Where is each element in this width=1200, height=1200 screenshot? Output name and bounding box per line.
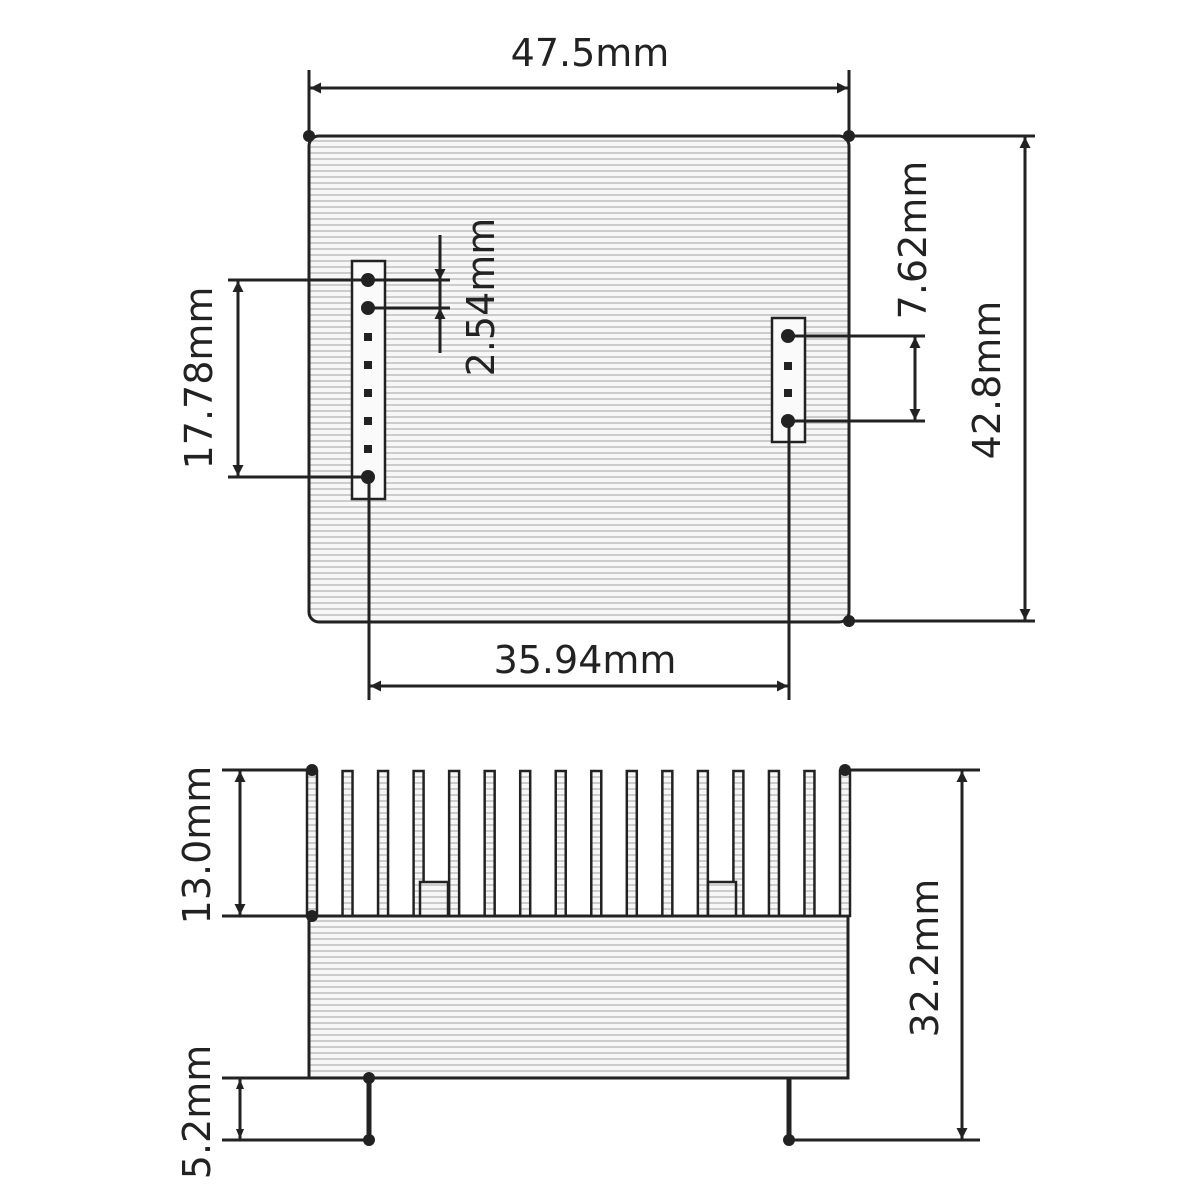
heatsink-fin [376, 769, 390, 918]
module-body-top [307, 134, 851, 624]
left-pin-header [350, 259, 387, 501]
heatsink-fin [803, 769, 816, 918]
heatsink-fin [305, 769, 319, 918]
side-view [222, 764, 980, 1146]
fin-notch-left [418, 880, 450, 918]
header-spacing-label: 35.94mm [494, 638, 677, 682]
heatsink-fin [447, 769, 461, 918]
fin-notch-right [706, 880, 738, 918]
heatsink-fin [590, 769, 603, 918]
heatsink-fin [554, 769, 567, 918]
left-header-pins [361, 273, 375, 484]
pin-length-label: 5.2mm [175, 1045, 219, 1179]
width-label: 47.5mm [511, 31, 670, 75]
right-header-pins [781, 329, 795, 428]
top-view [228, 70, 1035, 700]
fin-height-label: 13.0mm [175, 766, 219, 925]
heatsink-fin [732, 769, 745, 918]
left-header-span-label: 17.78mm [177, 287, 221, 470]
module-base [307, 914, 850, 1080]
heatsink-fin [483, 769, 496, 918]
right-header-span-label: 7.62mm [891, 161, 935, 320]
heatsink-fin [341, 769, 354, 918]
heatsink-fins [305, 769, 852, 918]
heatsink-fin [518, 769, 532, 918]
heatsink-fin [625, 769, 639, 918]
heatsink-fin [412, 769, 425, 918]
total-height-label: 32.2mm [903, 879, 947, 1038]
heatsink-fin [696, 769, 710, 918]
height-label: 42.8mm [965, 301, 1009, 460]
heatsink-fin [767, 769, 781, 918]
pin-pitch-label: 2.54mm [459, 218, 503, 377]
heatsink-fin [838, 769, 852, 918]
heatsink-fin [661, 769, 674, 918]
